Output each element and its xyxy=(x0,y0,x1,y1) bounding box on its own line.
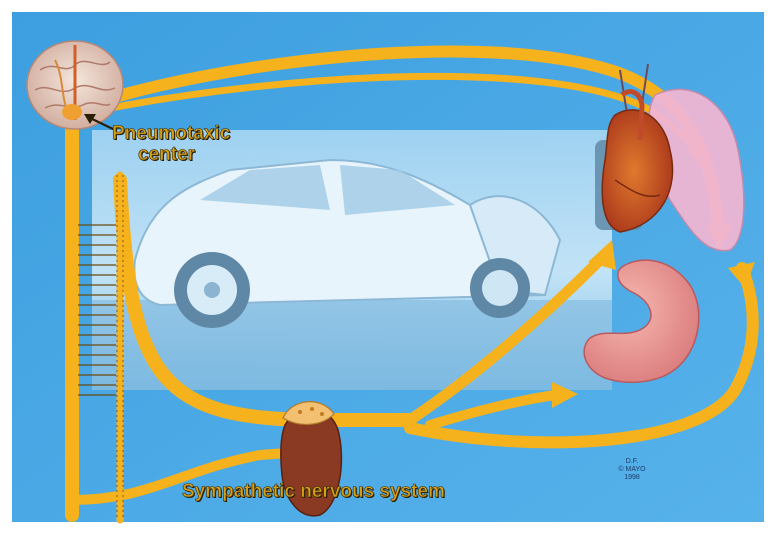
label-center: center xyxy=(138,145,195,164)
label-pneumotaxic: Pneumotaxic xyxy=(112,124,230,143)
label-sympathetic-nervous-system: Sympathetic nervous system xyxy=(182,482,445,501)
credit-author: D.F. xyxy=(612,458,652,466)
brain-icon xyxy=(27,41,123,129)
credit-year: 1998 xyxy=(612,474,652,482)
credit-copyright: © MAYO xyxy=(612,466,652,474)
crashed-car-photo xyxy=(92,130,612,390)
